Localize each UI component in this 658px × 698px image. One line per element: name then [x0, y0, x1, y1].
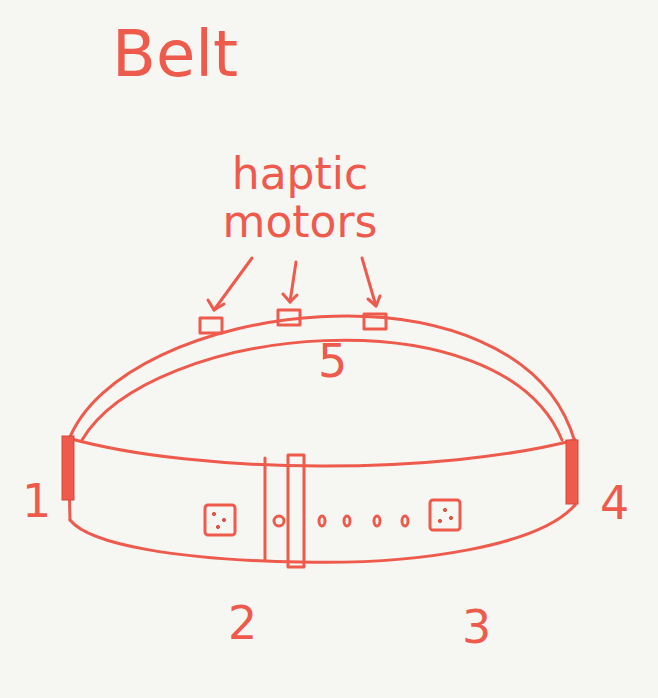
belt-front-top: [68, 438, 575, 466]
belt-back-outer: [68, 316, 575, 442]
buckle-line: [264, 458, 267, 560]
callout-number: 3: [462, 604, 491, 650]
arrow-head: [208, 300, 224, 310]
motor-dot: [438, 519, 441, 522]
callout-number: 1: [22, 478, 51, 524]
motor-dot: [216, 525, 219, 528]
callout-number: 4: [600, 480, 629, 526]
buckle-keeper: [288, 455, 304, 567]
motor-dot: [449, 516, 452, 519]
motor-dot: [212, 512, 215, 515]
belt-end: [566, 440, 578, 504]
belt-hole: [319, 516, 325, 526]
buckle-prong: [274, 516, 284, 526]
motor-square: [205, 505, 235, 535]
motor-square: [200, 318, 222, 333]
leader-arrow: [214, 258, 252, 310]
belt-front-bottom: [70, 505, 575, 562]
belt-hole: [344, 516, 350, 526]
arrow-head: [368, 296, 380, 306]
title: Belt: [112, 22, 238, 86]
motor-dot: [222, 518, 225, 521]
motor-square: [364, 314, 386, 329]
belt-hole: [374, 516, 380, 526]
belt-end: [62, 436, 74, 500]
leader-arrow-head: [283, 294, 297, 302]
motor-dot: [443, 508, 446, 511]
callout-text: haptic motors: [200, 150, 400, 247]
callout-number: 2: [228, 600, 257, 646]
motor-square: [278, 310, 300, 325]
callout-number: 5: [318, 338, 347, 384]
motor-square: [430, 500, 460, 530]
belt-hole: [402, 516, 408, 526]
